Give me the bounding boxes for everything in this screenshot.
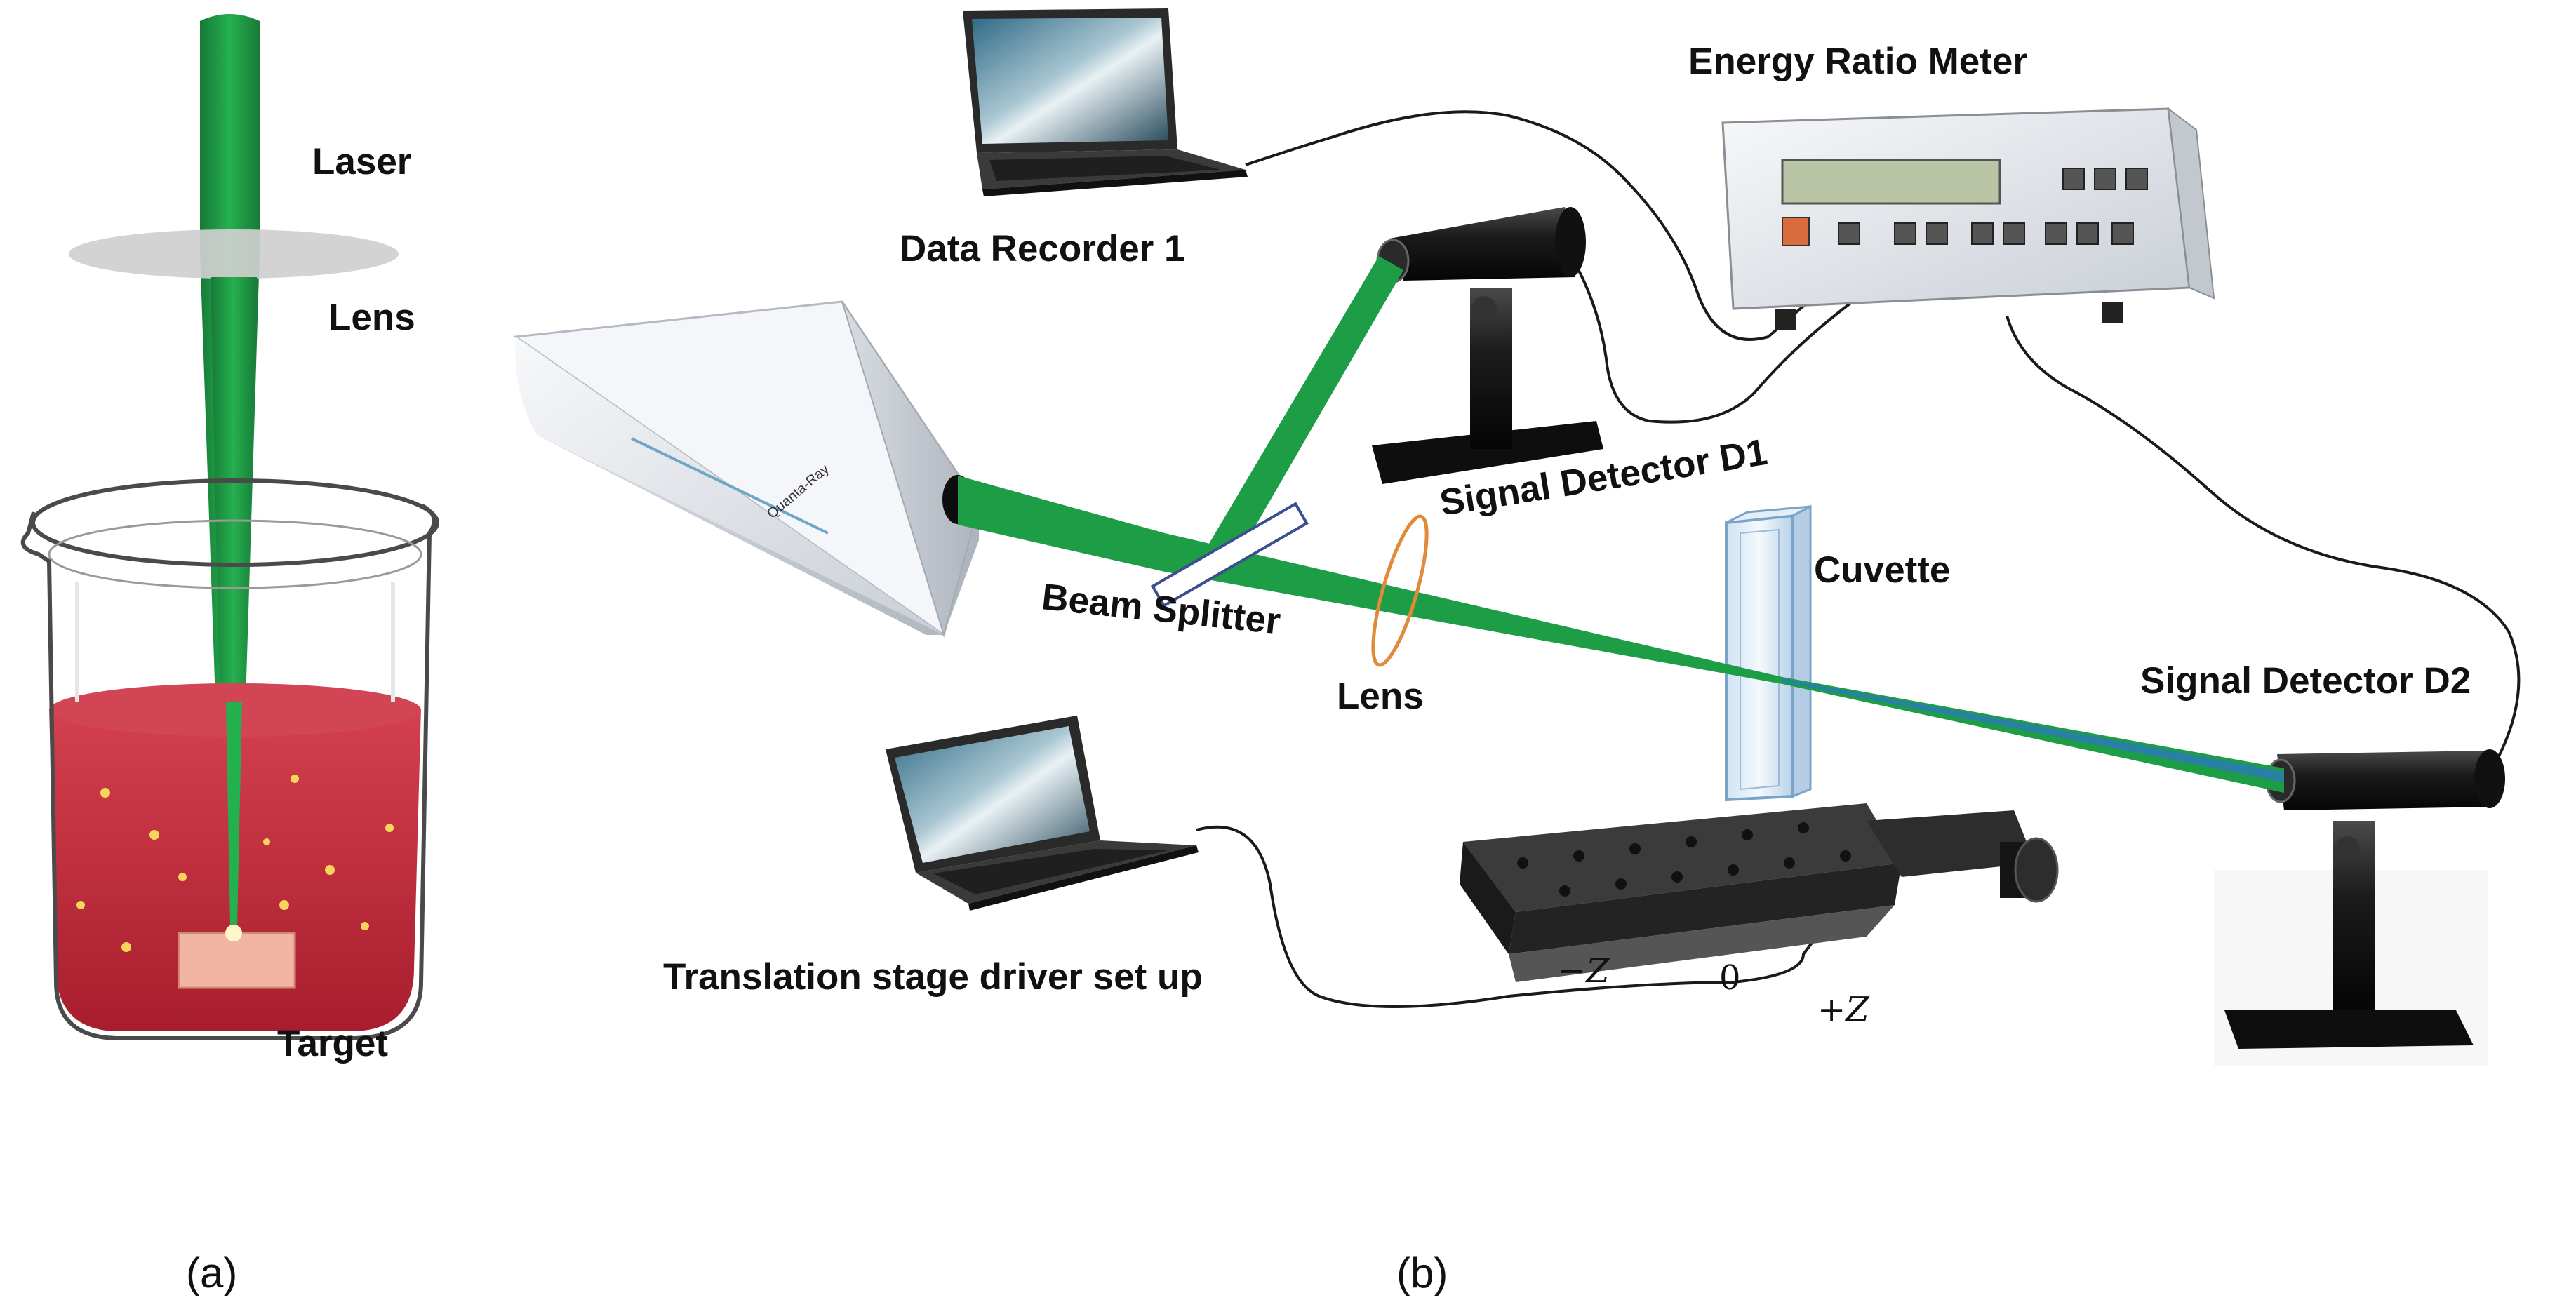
lens-b bbox=[1371, 514, 1429, 667]
panel-a: Laser Lens Target (a) bbox=[20, 14, 439, 1296]
caption-b: (b) bbox=[1396, 1249, 1448, 1296]
laptop-screen bbox=[972, 18, 1168, 144]
focusing-lens bbox=[69, 229, 399, 279]
laser-beam-reflected bbox=[1207, 256, 1403, 561]
beam-splitter bbox=[1150, 502, 1309, 608]
meter-keypad bbox=[1838, 168, 2148, 245]
label-energy-meter: Energy Ratio Meter bbox=[1688, 41, 2027, 82]
cuvette bbox=[1725, 504, 1812, 802]
laser-beam-in-liquid bbox=[226, 702, 242, 926]
energy-ratio-meter bbox=[1721, 107, 2215, 330]
driver-laptop-screen bbox=[895, 726, 1090, 863]
label-cuvette: Cuvette bbox=[1814, 549, 1950, 591]
ablation-spark bbox=[225, 925, 242, 941]
meter-power-button bbox=[1782, 217, 1810, 246]
stage-plus-z: +Z bbox=[1817, 990, 1870, 1029]
label-laser: Laser bbox=[312, 141, 411, 182]
target-block bbox=[178, 932, 296, 989]
signal-detector-d2 bbox=[2214, 749, 2505, 1066]
label-detector-d2: Signal Detector D2 bbox=[2140, 660, 2471, 702]
label-lens-b: Lens bbox=[1337, 676, 1424, 717]
cables bbox=[1196, 110, 2521, 1008]
laser-head: Quanta-Ray bbox=[512, 300, 980, 638]
data-recorder-laptop bbox=[963, 8, 1248, 196]
label-lens-a: Lens bbox=[328, 297, 415, 338]
translation-driver-laptop bbox=[886, 716, 1199, 911]
stage-zero: 0 bbox=[1719, 958, 1741, 998]
stage-minus-z: −Z bbox=[1558, 951, 1610, 991]
label-translation-driver: Translation stage driver set up bbox=[663, 956, 1203, 998]
translation-stage bbox=[1460, 803, 2059, 982]
label-target: Target bbox=[277, 1023, 388, 1064]
label-data-recorder: Data Recorder 1 bbox=[900, 228, 1185, 269]
signal-detector-d1 bbox=[1372, 207, 1603, 484]
caption-a: (a) bbox=[186, 1249, 237, 1296]
laser-beam-main bbox=[958, 476, 2284, 793]
laser-beam-main-highlight bbox=[1782, 678, 2284, 782]
panel-b: Data Recorder 1 Energy Ratio Meter bbox=[512, 8, 2521, 1296]
meter-display bbox=[1781, 159, 2001, 205]
